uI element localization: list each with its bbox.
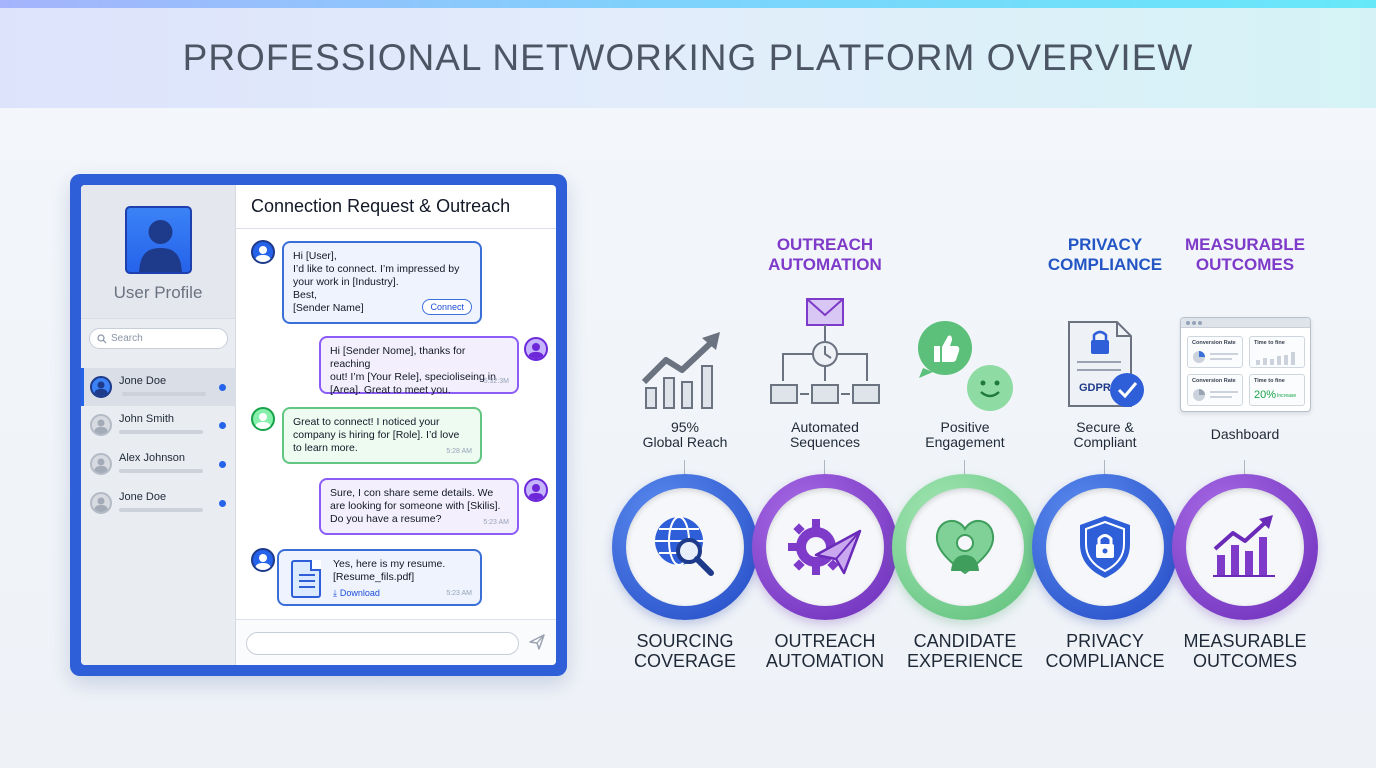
- dashboard-tile: Time to fine 20% Increase: [1249, 374, 1305, 406]
- send-icon[interactable]: [528, 633, 546, 651]
- contact-name: Jone Doe: [119, 375, 167, 387]
- caption-positive-engagement: Positive Engagement: [925, 419, 1005, 450]
- sidebar: User Profile Search Jone Doe John Smith …: [81, 185, 236, 665]
- contact-item[interactable]: John Smith: [81, 406, 236, 444]
- message-time: 5:32:3M: [483, 378, 509, 385]
- user-profile[interactable]: User Profile: [81, 185, 235, 319]
- page-title: PROFESSIONAL NETWORKING PLATFORM OVERVIE…: [182, 37, 1194, 78]
- connect-button[interactable]: Connect: [422, 299, 472, 315]
- recipient-avatar-icon: [524, 478, 548, 502]
- contact-avatar-icon: [90, 453, 112, 475]
- contact-name: Jone Doe: [119, 491, 167, 503]
- search-icon: [97, 333, 107, 343]
- download-label: Download: [339, 588, 380, 598]
- message-bubble: Yes, here is my resume. [Resume_fils.pdf…: [277, 549, 482, 606]
- download-link[interactable]: ⤓ Download: [333, 587, 471, 600]
- composer: [236, 619, 556, 665]
- contact-item[interactable]: Jone Doe: [81, 484, 236, 522]
- caption-secure-compliant: Secure & Compliant: [1073, 419, 1137, 450]
- thumbs-smiley-icon: [918, 321, 1013, 411]
- unread-dot: [219, 422, 226, 429]
- profile-label: User Profile: [113, 283, 203, 302]
- chat-window: User Profile Search Jone Doe John Smith …: [70, 174, 567, 676]
- contact-name: Alex Johnson: [119, 452, 186, 464]
- dashboard-tile: Conversion Rate: [1187, 336, 1243, 368]
- dashboard-tile: Conversion Rate: [1187, 374, 1243, 406]
- chat-header: Connection Request & Outreach: [236, 185, 556, 229]
- message-text: Hi [Sender Nome], thanks for reaching ou…: [330, 345, 496, 396]
- globe-search-icon: [655, 516, 714, 576]
- unread-dot: [219, 384, 226, 391]
- label-outreach-automation: OUTREACH AUTOMATION: [765, 631, 885, 671]
- message-bubble: Sure, I con share seme details. We are l…: [319, 478, 519, 535]
- message-time: 5:28 AM: [446, 448, 472, 455]
- contact-item[interactable]: Alex Johnson: [81, 445, 236, 483]
- recipient-avatar-icon: [524, 337, 548, 361]
- message-time: 5:23 AM: [483, 519, 509, 526]
- bar-chart-up-icon: [1213, 515, 1275, 577]
- gear-paperplane-icon: [788, 519, 862, 575]
- contact-avatar-icon: [90, 376, 112, 398]
- contact-avatar-icon: [90, 414, 112, 436]
- message-text: Yes, here is my resume. [Resume_fils.pdf…: [333, 558, 446, 583]
- message-bubble: Hi [Sender Nome], thanks for reaching ou…: [319, 336, 519, 396]
- message-text: Great to connect! I noticed your company…: [293, 416, 460, 454]
- measurable-outcomes-circle: [1172, 474, 1318, 620]
- heart-person-icon: [935, 520, 995, 575]
- svg-text:GDPR: GDPR: [1079, 382, 1111, 394]
- dashboard-tile: Time to fine: [1249, 336, 1305, 368]
- file-icon: [291, 560, 321, 598]
- dashboard-icon: Conversion Rate Time to fine Conversion …: [1180, 317, 1311, 412]
- unread-dot: [219, 500, 226, 507]
- top-accent-line: [0, 0, 1376, 8]
- growth-chart-icon: [641, 332, 720, 409]
- message-bubble: Great to connect! I noticed your company…: [282, 407, 482, 464]
- contact-avatar-icon: [90, 492, 112, 514]
- caption-global-reach: 95% Global Reach: [642, 419, 728, 450]
- message-text: Hi [User], I’d like to connect. I’m impr…: [293, 250, 460, 314]
- sender-avatar-icon: [251, 548, 275, 572]
- label-candidate-experience: CANDIDATE EXPERIENCE: [906, 631, 1024, 671]
- caption-dashboard: Dashboard: [1210, 426, 1280, 442]
- contact-name: John Smith: [119, 413, 175, 425]
- search-input[interactable]: Search: [89, 328, 228, 349]
- label-privacy-compliance: PRIVACY COMPLIANCE: [1045, 631, 1165, 671]
- message-time: 5:23 AM: [446, 590, 472, 597]
- workflow-icon: [770, 298, 880, 404]
- label-measurable-outcomes: MEASURABLE OUTCOMES: [1183, 631, 1307, 671]
- search-placeholder: Search: [111, 333, 143, 344]
- message-text: Sure, I con share seme details. We are l…: [330, 487, 501, 525]
- privacy-compliance-circle: [1032, 474, 1178, 620]
- gdpr-document-icon: GDPR: [1068, 321, 1144, 407]
- message-bubble: Hi [User], I’d like to connect. I’m impr…: [282, 241, 482, 324]
- sender-avatar-icon: [251, 240, 275, 264]
- sourcing-coverage-circle: [612, 474, 758, 620]
- contact-item[interactable]: Jone Doe: [81, 368, 236, 406]
- title-banner: PROFESSIONAL NETWORKING PLATFORM OVERVIE…: [0, 8, 1376, 108]
- outreach-automation-circle: [752, 474, 898, 620]
- avatar-icon: [124, 206, 192, 274]
- label-sourcing-coverage: SOURCING COVERAGE: [633, 631, 737, 671]
- sender-avatar-icon: [251, 407, 275, 431]
- caption-automated-sequences: Automated Sequences: [789, 419, 861, 450]
- header-outreach-automation: OUTREACH AUTOMATION: [768, 235, 882, 274]
- unread-dot: [219, 461, 226, 468]
- shield-lock-icon: [1080, 516, 1130, 578]
- header-privacy-compliance: PRIVACY COMPLIANCE: [1047, 235, 1163, 274]
- chat-panel: Connection Request & Outreach Hi [User],…: [236, 185, 556, 665]
- header-measurable-outcomes: MEASURABLE OUTCOMES: [1185, 235, 1305, 274]
- message-input[interactable]: [246, 632, 519, 655]
- candidate-experience-circle: [892, 474, 1038, 620]
- download-icon: ⤓: [333, 588, 337, 598]
